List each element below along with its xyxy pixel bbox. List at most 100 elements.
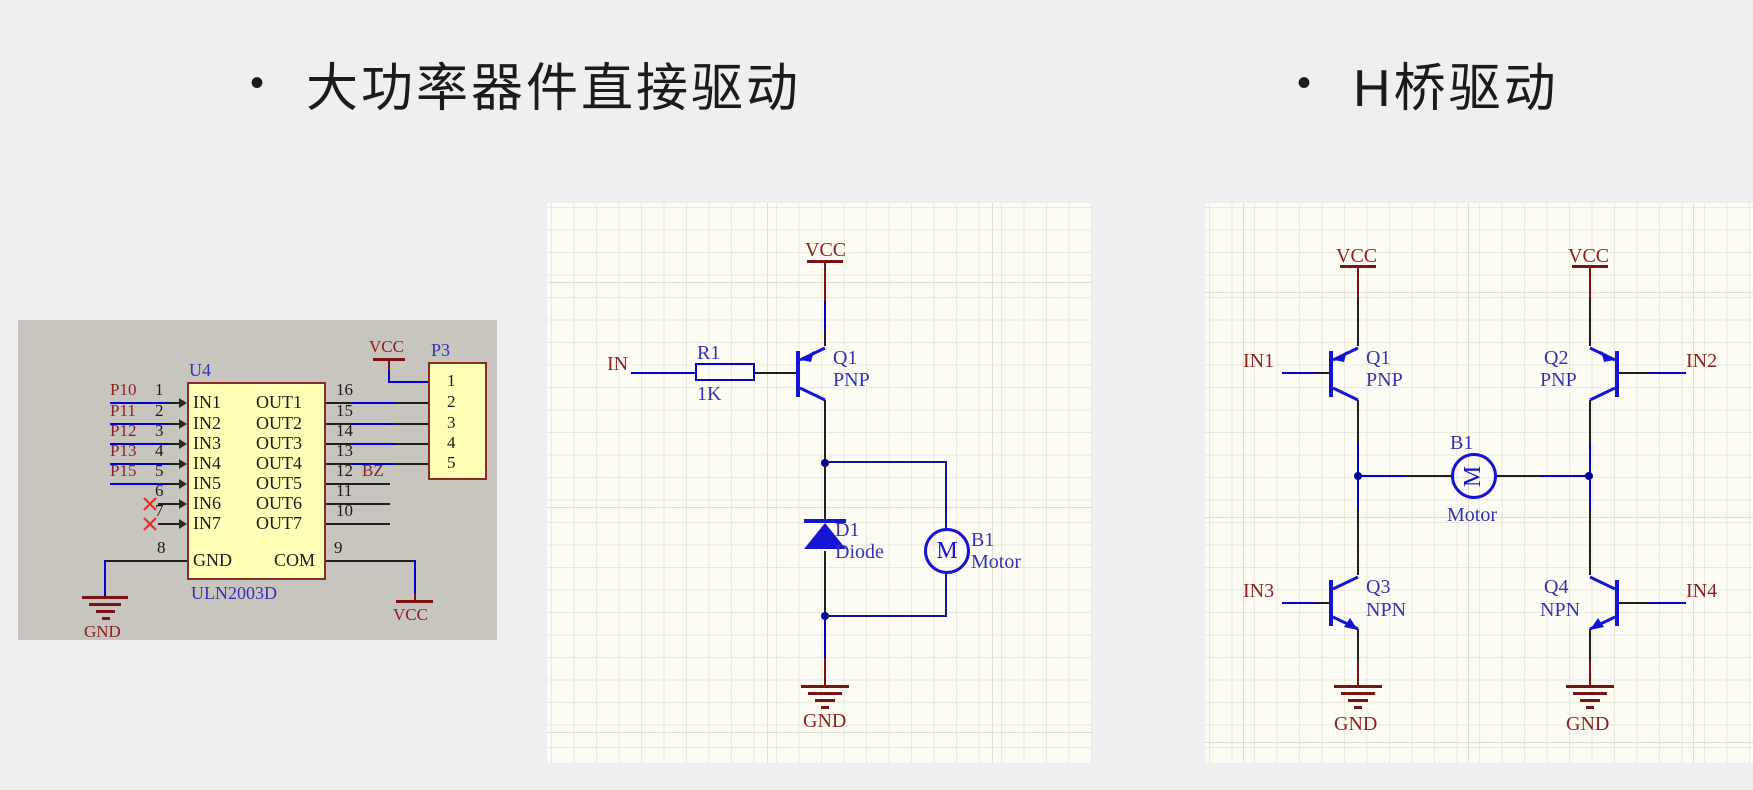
pin-name: IN7 bbox=[193, 513, 221, 533]
direct-drive-schematic-panel: VCC Q1 PNP IN R1 1K D1 Diode M B1 Motor … bbox=[547, 203, 1092, 763]
transistor-type: PNP bbox=[833, 369, 870, 391]
vcc-power-label: VCC bbox=[369, 337, 404, 356]
motor-designator: B1 bbox=[971, 529, 995, 551]
pin-arrow-icon bbox=[179, 459, 187, 469]
pin-name: IN2 bbox=[193, 413, 221, 433]
pin-name: OUT6 bbox=[256, 493, 302, 513]
pin-line bbox=[326, 443, 352, 445]
pin-line bbox=[168, 463, 179, 465]
chip-part-number: ULN2003D bbox=[191, 583, 277, 603]
pin-number: 1 bbox=[155, 380, 164, 399]
bullet-title-direct-drive: • 大功率器件直接驱动 bbox=[250, 46, 801, 121]
wire bbox=[395, 463, 428, 465]
wire bbox=[110, 402, 168, 404]
transistor-q1-pnp-symbol bbox=[1329, 346, 1359, 402]
wire bbox=[352, 402, 395, 404]
wire bbox=[1357, 510, 1359, 575]
pin-name: OUT5 bbox=[256, 473, 302, 493]
wire bbox=[824, 400, 826, 462]
transistor-designator: Q1 bbox=[1366, 347, 1391, 369]
pin-line bbox=[168, 423, 179, 425]
net-label-in3: IN3 bbox=[1243, 580, 1275, 602]
vcc-symbol bbox=[396, 600, 433, 603]
title-text-direct-drive: 大功率器件直接驱动 bbox=[306, 60, 802, 118]
wire bbox=[352, 463, 395, 465]
vcc-power-label: VCC bbox=[805, 239, 847, 261]
pin-line bbox=[105, 560, 187, 562]
power-stub bbox=[1589, 267, 1591, 298]
ground-symbol bbox=[1586, 706, 1594, 709]
transistor-q4-npn-symbol bbox=[1589, 575, 1619, 631]
wire bbox=[395, 443, 428, 445]
pin-number: 6 bbox=[155, 481, 164, 500]
motor-designator: B1 bbox=[1450, 432, 1474, 454]
vcc-symbol bbox=[373, 358, 405, 361]
net-label-in1: IN1 bbox=[1243, 350, 1275, 372]
net-label-in: IN bbox=[607, 353, 629, 375]
diode-d1-symbol bbox=[804, 519, 846, 549]
pin-name: IN5 bbox=[193, 473, 221, 493]
no-connect-x-icon bbox=[143, 517, 157, 531]
wire bbox=[1589, 480, 1591, 510]
bullet-title-hbridge: • H桥驱动 bbox=[1297, 46, 1559, 121]
pin-name-gnd: GND bbox=[193, 550, 232, 570]
wire bbox=[414, 560, 416, 593]
wire bbox=[945, 574, 947, 616]
resistor-r1-body bbox=[695, 363, 755, 381]
pin-name: OUT2 bbox=[256, 413, 302, 433]
wire bbox=[1589, 400, 1591, 443]
pin-number: 16 bbox=[336, 380, 353, 399]
vcc-symbol bbox=[1572, 265, 1608, 268]
pin-number: 4 bbox=[155, 441, 164, 460]
wire bbox=[1357, 443, 1359, 476]
pin-arrow-icon bbox=[179, 479, 187, 489]
pin-line bbox=[326, 402, 352, 404]
net-label: P13 bbox=[110, 441, 137, 460]
ground-symbol bbox=[102, 617, 110, 620]
wire bbox=[755, 372, 796, 374]
connector-pin: 1 bbox=[447, 371, 456, 390]
pin-line bbox=[326, 503, 390, 505]
pin-line bbox=[1318, 602, 1329, 604]
pin-arrow-icon bbox=[179, 419, 187, 429]
connector-pin: 4 bbox=[447, 433, 456, 452]
power-stub bbox=[388, 360, 390, 370]
pin-line bbox=[326, 423, 352, 425]
wire bbox=[824, 465, 826, 521]
vcc-symbol bbox=[1340, 265, 1376, 268]
pin-line bbox=[326, 463, 352, 465]
net-label-in2: IN2 bbox=[1686, 350, 1718, 372]
pin-name-com: COM bbox=[274, 550, 316, 570]
vcc-power-label: VCC bbox=[393, 605, 428, 624]
wire bbox=[1650, 602, 1686, 604]
transistor-type: NPN bbox=[1540, 599, 1581, 621]
ground-symbol bbox=[808, 692, 842, 695]
pin-name: OUT4 bbox=[256, 453, 302, 473]
diode-type: Diode bbox=[835, 541, 884, 563]
pin-arrow-icon bbox=[179, 519, 187, 529]
junction-dot bbox=[821, 459, 829, 467]
pin-line bbox=[168, 483, 179, 485]
ground-symbol bbox=[821, 706, 829, 709]
ground-symbol bbox=[1354, 706, 1362, 709]
wire bbox=[395, 402, 428, 404]
no-connect-x-icon bbox=[143, 497, 157, 511]
connector-designator: P3 bbox=[431, 340, 451, 360]
connector-p3-body bbox=[428, 362, 487, 480]
vcc-power-label: VCC bbox=[1336, 245, 1378, 267]
transistor-q1-pnp-symbol bbox=[796, 346, 826, 402]
pin-line bbox=[168, 443, 179, 445]
ground-symbol bbox=[1348, 699, 1368, 702]
bullet-icon: • bbox=[250, 61, 265, 105]
pin-number: 8 bbox=[157, 538, 166, 557]
wire bbox=[1357, 480, 1359, 510]
pin-number: 15 bbox=[336, 401, 353, 420]
vcc-power-label: VCC bbox=[1568, 245, 1610, 267]
pin-number: 3 bbox=[155, 421, 164, 440]
wire bbox=[110, 423, 168, 425]
gnd-power-label: GND bbox=[1566, 713, 1610, 735]
ground-symbol bbox=[96, 610, 115, 613]
wire bbox=[395, 423, 428, 425]
pin-number: 13 bbox=[336, 441, 353, 460]
